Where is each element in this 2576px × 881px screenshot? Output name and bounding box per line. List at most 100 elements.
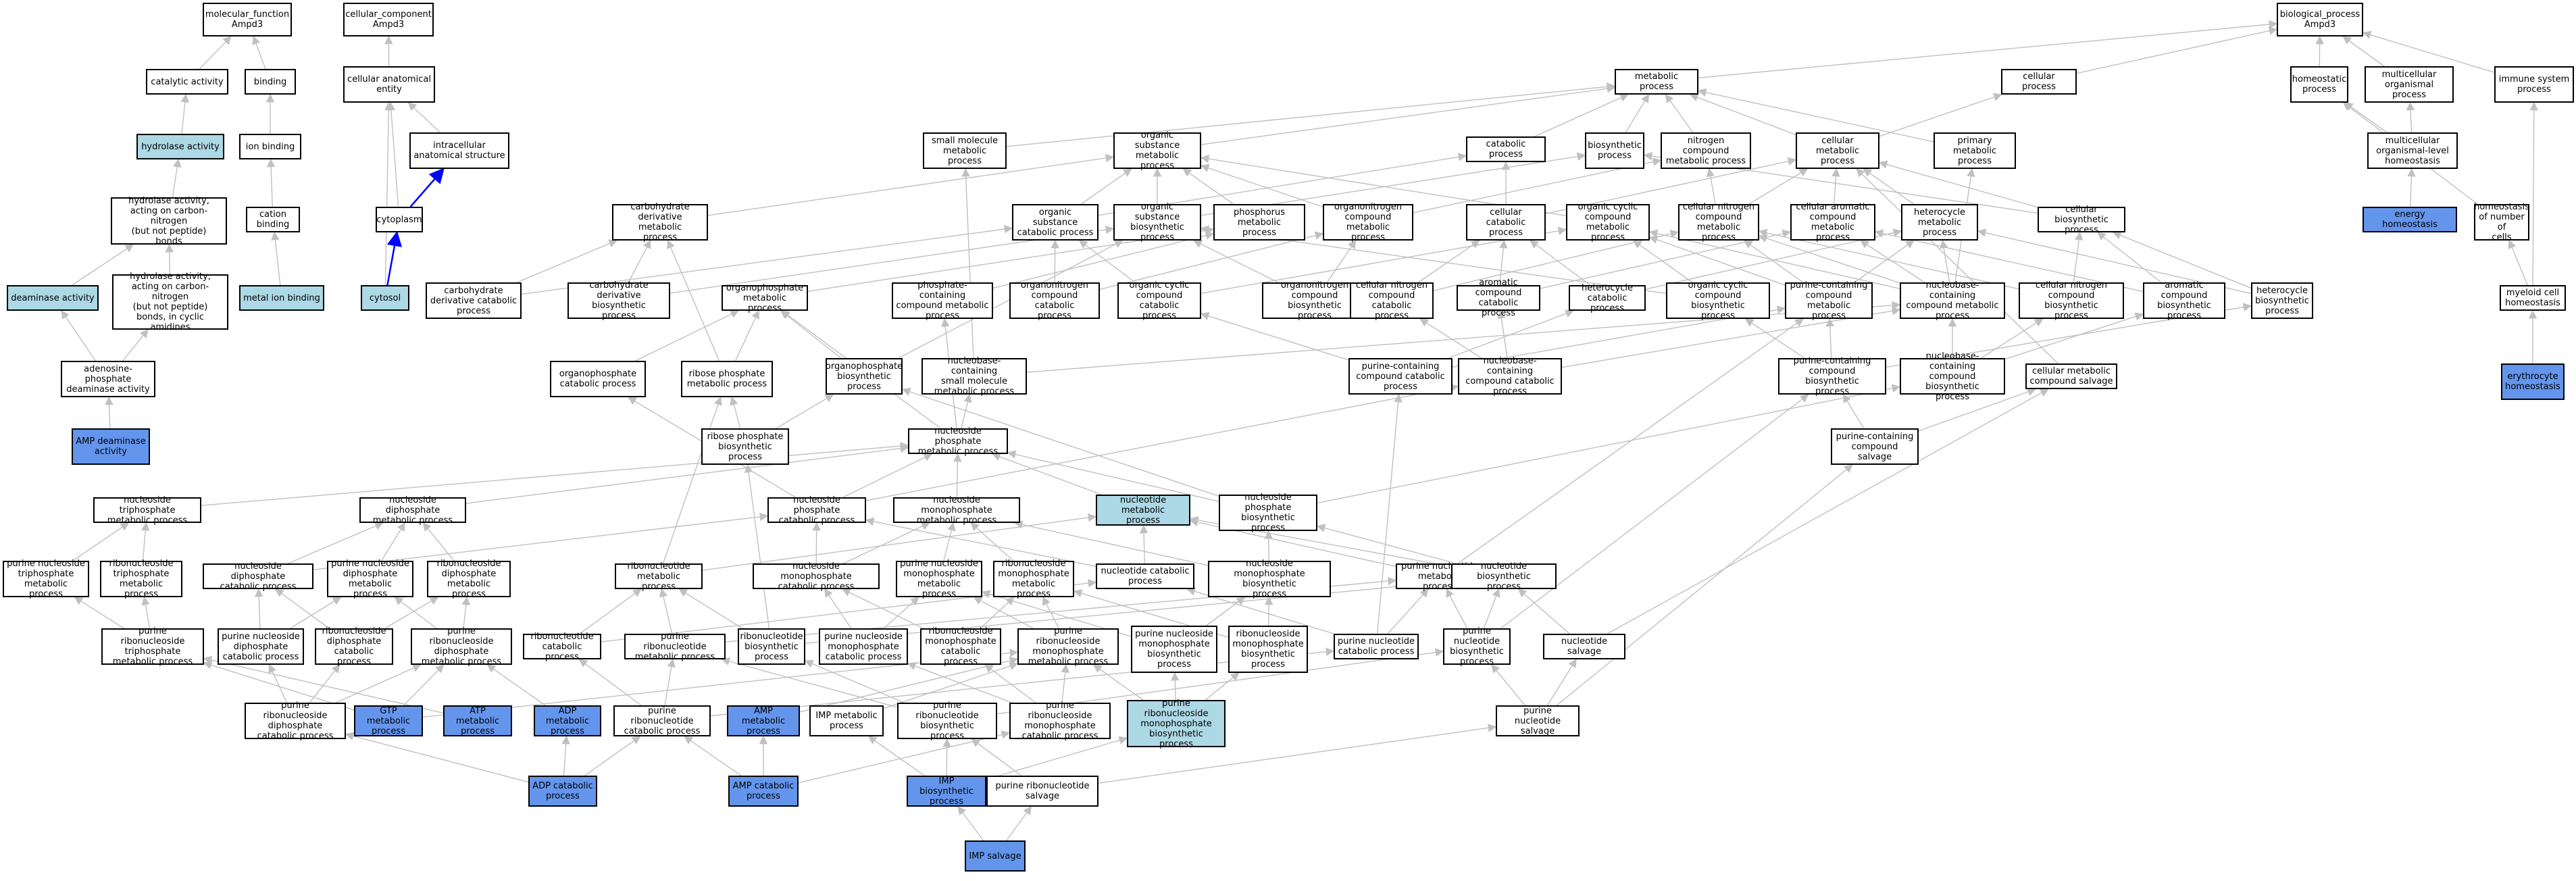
go-term-node-ribodi[interactable]: ribonucleoside diphosphate metabolic pro…: [427, 559, 511, 599]
go-term-node-cellnitrobio[interactable]: cellular nitrogen compound biosynthetic …: [2019, 280, 2124, 321]
go-term-node-purnucmonocat[interactable]: purine nucleoside monophosphate cataboli…: [819, 628, 908, 665]
go-term-node-cellcat[interactable]: cellular catabolic process: [1466, 204, 1546, 241]
go-term-node-carbderiv[interactable]: carbohydrate derivative metabolic proces…: [612, 202, 708, 243]
go-term-node-metproc[interactable]: metabolic process: [1615, 69, 1698, 95]
go-term-node-smallmol[interactable]: small molecule metabolic process: [923, 132, 1007, 169]
go-term-node-orgcyccat[interactable]: organic cyclic compound catabolic proces…: [1117, 280, 1201, 321]
go-term-node-cc[interactable]: cellular_component Ampd3: [343, 3, 434, 36]
go-term-node-ias[interactable]: intracellular anatomical structure: [409, 132, 509, 169]
go-term-node-nucbio[interactable]: nucleotide biosynthetic process: [1451, 561, 1557, 592]
go-term-node-nucbasebio[interactable]: nucleobase-containing compound biosynthe…: [1900, 351, 2005, 402]
go-term-node-erythro[interactable]: erythrocyte homeostasis: [2501, 363, 2565, 400]
go-term-node-orgsubmet[interactable]: organic substance metabolic process: [1113, 130, 1201, 171]
go-term-node-orgcycbio[interactable]: organic cyclic compound biosynthetic pro…: [1666, 280, 1770, 321]
go-term-node-heterocat[interactable]: heterocycle catabolic process: [1569, 283, 1646, 313]
go-term-node-ionbind[interactable]: ion binding: [239, 134, 301, 159]
go-term-node-purcontbio[interactable]: purine-containing compound biosynthetic …: [1778, 356, 1886, 397]
go-term-node-adpmet[interactable]: ADP metabolic process: [534, 705, 601, 736]
go-term-node-cellproc[interactable]: cellular process: [2001, 69, 2077, 95]
go-term-node-purnuctri[interactable]: purine nucleoside triphosphate metabolic…: [3, 559, 89, 599]
go-term-node-binding[interactable]: binding: [245, 69, 296, 95]
go-term-node-nucmonobio[interactable]: nucleoside monophosphate biosynthetic pr…: [1208, 559, 1331, 599]
go-term-node-aromcat[interactable]: aromatic compound catabolic process: [1457, 278, 1540, 318]
go-term-node-purnucmonobio[interactable]: purine nucleoside monophosphate biosynth…: [1131, 626, 1217, 673]
go-term-node-purcontcat[interactable]: purine-containing compound catabolic pro…: [1348, 358, 1453, 395]
go-term-node-orgsubcat[interactable]: organic substance catabolic process: [1012, 204, 1098, 241]
go-term-node-cellbio[interactable]: cellular biosynthetic process: [2038, 205, 2125, 235]
go-term-node-cytoplasm[interactable]: cytoplasm: [376, 207, 423, 232]
go-term-node-organophos[interactable]: organophosphate metabolic process: [722, 283, 808, 313]
go-term-node-carbderbio[interactable]: carbohydrate derivative biosynthetic pro…: [567, 280, 670, 321]
go-term-node-purribomono[interactable]: purine ribonucleoside monophosphate meta…: [1017, 626, 1119, 667]
go-term-node-nucdicat[interactable]: nucleoside diphosphate catabolic process: [203, 561, 313, 592]
go-term-node-adpcat[interactable]: ADP catabolic process: [528, 776, 597, 807]
go-term-node-gtpmet[interactable]: GTP metabolic process: [354, 705, 423, 736]
go-term-node-nucphoscat[interactable]: nucleoside phosphate catabolic process: [767, 495, 866, 526]
go-term-node-impsalv[interactable]: IMP salvage: [965, 840, 1026, 872]
go-term-node-ribodicat[interactable]: ribonucleoside diphosphate catabolic pro…: [315, 626, 393, 667]
go-term-node-cellnitrocat[interactable]: cellular nitrogen compound catabolic pro…: [1350, 280, 1434, 321]
go-term-node-organonitro[interactable]: organonitrogen compound metabolic proces…: [1323, 202, 1413, 243]
go-term-node-nucmet[interactable]: nucleotide metabolic process: [1096, 495, 1190, 526]
go-term-node-homeo[interactable]: homeostatic process: [2290, 66, 2348, 103]
go-term-node-ribomonocat[interactable]: ribonucleoside monophosphate catabolic p…: [920, 626, 1001, 667]
go-term-node-nucdi[interactable]: nucleoside diphosphate metabolic process: [359, 495, 466, 526]
go-term-node-purnucdi[interactable]: purine nucleoside diphosphate metabolic …: [327, 559, 413, 599]
go-term-node-nitro[interactable]: nitrogen compound metabolic process: [1661, 132, 1751, 169]
go-term-node-hydrocn[interactable]: hydrolase activity, acting on carbon-nit…: [111, 196, 227, 247]
go-term-node-ribonucmet[interactable]: ribonucleotide metabolic process: [615, 561, 703, 592]
go-term-node-ampcat[interactable]: AMP catabolic process: [728, 776, 799, 807]
go-term-node-cae[interactable]: cellular anatomical entity: [343, 66, 435, 103]
go-term-node-nucbasecont[interactable]: nucleobase-containing compound metabolic…: [1900, 280, 2005, 321]
go-term-node-cellarom[interactable]: cellular aromatic compound metabolic pro…: [1790, 202, 1875, 243]
go-term-node-catab[interactable]: catabolic process: [1466, 136, 1546, 162]
go-term-node-deaminase[interactable]: deaminase activity: [7, 285, 99, 311]
go-term-node-metalion[interactable]: metal ion binding: [239, 285, 324, 311]
go-term-node-impbio[interactable]: IMP biosynthetic process: [907, 776, 986, 807]
go-term-node-nucbasesmall[interactable]: nucleobase-containing small molecule met…: [921, 356, 1027, 397]
go-term-node-nucmono[interactable]: nucleoside monophosphate metabolic proce…: [893, 495, 1020, 526]
go-term-node-nucsalv[interactable]: nucleotide salvage: [1543, 634, 1625, 659]
go-term-node-cellnitro[interactable]: cellular nitrogen compound metabolic pro…: [1678, 202, 1759, 243]
go-term-node-organophosbio[interactable]: organophosphate biosynthetic process: [826, 358, 903, 395]
go-term-node-cellmetsalv[interactable]: cellular metabolic compound salvage: [2025, 363, 2117, 389]
go-term-node-orgsubbio[interactable]: organic substance biosynthetic process: [1113, 202, 1201, 243]
go-term-node-purribomonobio[interactable]: purine ribonucleoside monophosphate bios…: [1127, 699, 1226, 749]
go-term-node-ampdeam[interactable]: AMP deaminase activity: [72, 428, 150, 465]
go-term-node-hydrolase[interactable]: hydrolase activity: [136, 134, 224, 159]
go-term-node-adenosine[interactable]: adenosine-phosphate deaminase activity: [61, 361, 155, 397]
go-term-node-purribonucmet[interactable]: purine ribonucleotide metabolic process: [624, 632, 726, 662]
go-term-node-ribonuccat[interactable]: ribonucleotide catabolic process: [523, 632, 601, 662]
go-term-node-nucphosbio[interactable]: nucleoside phosphate biosynthetic proces…: [1219, 493, 1317, 533]
go-term-node-bp[interactable]: biological_process Ampd3: [2277, 3, 2363, 36]
go-term-node-atpmet[interactable]: ATP metabolic process: [443, 705, 512, 736]
go-term-node-ribosephosbio[interactable]: ribose phosphate biosynthetic process: [701, 428, 789, 465]
go-term-node-primmet[interactable]: primary metabolic process: [1934, 132, 2016, 169]
go-term-node-mf[interactable]: molecular_function Ampd3: [203, 3, 292, 36]
go-term-node-myeloid[interactable]: myeloid cell homeostasis: [2500, 285, 2566, 311]
go-term-node-purnucbio[interactable]: purine nucleotide biosynthetic process: [1443, 626, 1511, 667]
go-term-node-ribomonobio[interactable]: ribonucleoside monophosphate biosyntheti…: [1228, 626, 1308, 673]
go-term-node-purnucdicat[interactable]: purine nucleoside diphosphate catabolic …: [218, 628, 304, 665]
go-term-node-purcont[interactable]: purine-containing compound metabolic pro…: [1785, 280, 1873, 321]
go-term-node-purcontsalv[interactable]: purine-containing compound salvage: [1831, 428, 1919, 465]
go-term-node-purribotri[interactable]: purine ribonucleoside triphosphate metab…: [101, 626, 204, 667]
go-term-node-homeocells[interactable]: homeostasis of number of cells: [2474, 202, 2529, 243]
go-term-node-purnucsalv[interactable]: purine nucleotide salvage: [1496, 705, 1580, 736]
go-term-node-arombio[interactable]: aromatic compound biosynthetic process: [2143, 280, 2225, 321]
go-term-node-multihomeo[interactable]: multicellular organismal-level homeostas…: [2367, 132, 2458, 169]
go-term-node-orgcyclic[interactable]: organic cyclic compound metabolic proces…: [1566, 202, 1650, 243]
go-term-node-hetero[interactable]: heterocycle metabolic process: [1901, 204, 1978, 241]
go-term-node-phoscont[interactable]: phosphate-containing compound metabolic …: [892, 280, 993, 321]
go-term-node-ribotri[interactable]: ribonucleoside triphosphate metabolic pr…: [100, 559, 182, 599]
go-term-node-immune[interactable]: immune system process: [2494, 66, 2574, 103]
go-term-node-energy[interactable]: energy homeostasis: [2363, 207, 2457, 232]
go-term-node-nucbasecat[interactable]: nucleobase-containing compound catabolic…: [1458, 356, 1562, 397]
go-term-node-heterobio[interactable]: heterocycle biosynthetic process: [2251, 282, 2313, 319]
go-term-node-nuccat[interactable]: nucleotide catabolic process: [1096, 563, 1194, 589]
go-term-node-nucphos[interactable]: nucleoside phosphate metabolic process: [908, 426, 1008, 457]
go-term-node-impmet[interactable]: IMP metabolic process: [809, 705, 884, 736]
go-term-node-ribomono[interactable]: ribonucleoside monophosphate metabolic p…: [993, 559, 1074, 599]
go-term-node-organonitrocat[interactable]: organonitrogen compound catabolic proces…: [1009, 280, 1100, 321]
go-term-node-purribonucbio[interactable]: purine ribonucleotide biosynthetic proce…: [897, 701, 997, 741]
